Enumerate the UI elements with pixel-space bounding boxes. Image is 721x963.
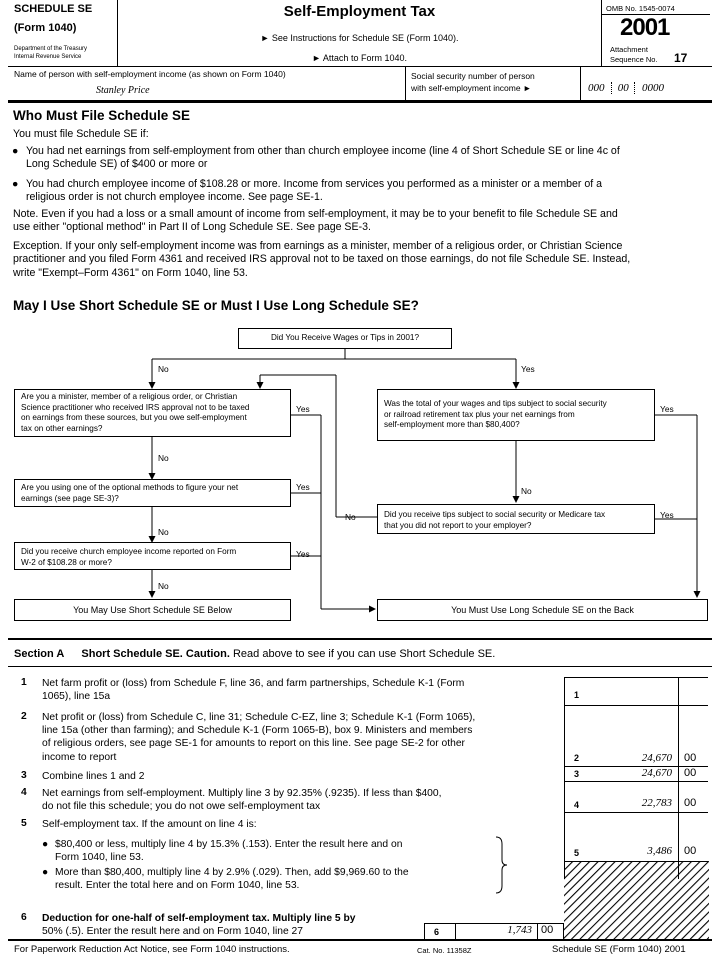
q-wages-or-tips: Did You Receive Wages or Tips in 2001? bbox=[238, 328, 452, 349]
sequence-label: Sequence No. bbox=[610, 55, 658, 64]
bullet-2: ● You had church employee income of $108… bbox=[12, 178, 603, 204]
no-label: No bbox=[158, 364, 169, 374]
no-label: No bbox=[345, 512, 356, 522]
q-church-income: Did you receive church employee income r… bbox=[14, 542, 291, 570]
form-label: (Form 1040) bbox=[14, 22, 77, 34]
line-5-amount[interactable]: 3,486 bbox=[647, 845, 672, 857]
sequence-number: 17 bbox=[674, 51, 688, 65]
line-6-number: 6 bbox=[21, 912, 27, 923]
line-5-brace bbox=[495, 836, 508, 894]
line-6-amount[interactable]: 1,743 bbox=[507, 924, 532, 936]
ssn-label-2: with self-employment income ► bbox=[411, 83, 532, 93]
yes-label: Yes bbox=[296, 549, 310, 559]
bullet-icon: ● bbox=[12, 145, 19, 157]
bullet-icon: ● bbox=[42, 867, 49, 878]
result-long-schedule: You Must Use Long Schedule SE on the Bac… bbox=[377, 599, 708, 621]
catalog-number: Cat. No. 11358Z bbox=[417, 946, 472, 955]
yes-label: Yes bbox=[521, 364, 535, 374]
ssn-part-3: 0000 bbox=[642, 82, 664, 94]
q-unreported-tips: Did you receive tips subject to social s… bbox=[377, 504, 655, 534]
shaded-area bbox=[564, 861, 709, 939]
attach-line: ► Attach to Form 1040. bbox=[312, 53, 407, 63]
yes-label: Yes bbox=[660, 510, 674, 520]
section-a-header: Section A Short Schedule SE. Caution. Re… bbox=[14, 648, 496, 660]
who-must-file-heading: Who Must File Schedule SE bbox=[13, 108, 191, 123]
result-short-schedule: You May Use Short Schedule SE Below bbox=[14, 599, 291, 621]
line-2-amount[interactable]: 24,670 bbox=[641, 752, 672, 764]
instructions-line: ► See Instructions for Schedule SE (Form… bbox=[260, 33, 459, 43]
q-minister-approval: Are you a minister, member of a religiou… bbox=[14, 389, 291, 437]
irs-label: Internal Revenue Service bbox=[14, 54, 82, 60]
line-5-cents[interactable]: 00 bbox=[684, 845, 697, 857]
line-5-number: 5 bbox=[21, 818, 27, 829]
q-total-wages: Was the total of your wages and tips sub… bbox=[377, 389, 655, 441]
q-optional-methods: Are you using one of the optional method… bbox=[14, 479, 291, 507]
ssn-part-2: 00 bbox=[611, 82, 636, 94]
exception-paragraph: Exception. If your only self-employment … bbox=[13, 240, 631, 279]
line-4-text: Net earnings from self-employment. Multi… bbox=[42, 788, 442, 813]
paperwork-notice: For Paperwork Reduction Act Notice, see … bbox=[14, 944, 290, 955]
form-footer: Schedule SE (Form 1040) 2001 bbox=[552, 944, 686, 955]
line-4-amount[interactable]: 22,783 bbox=[641, 797, 672, 809]
line-3-box: 3 bbox=[574, 769, 580, 779]
line-2-box: 2 bbox=[574, 753, 580, 763]
line-6-box: 6 bbox=[434, 927, 440, 937]
line-2-number: 2 bbox=[21, 711, 27, 722]
line-1-box: 1 bbox=[574, 690, 580, 700]
may-i-use-heading: May I Use Short Schedule SE or Must I Us… bbox=[13, 298, 419, 313]
line-6-text: Deduction for one-half of self-employmen… bbox=[42, 913, 356, 938]
bullet-icon: ● bbox=[12, 178, 19, 190]
ssn-label: Social security number of person bbox=[411, 71, 535, 81]
line-6-cents[interactable]: 00 bbox=[541, 924, 554, 936]
line-3-text: Combine lines 1 and 2 bbox=[42, 771, 145, 782]
yes-label: Yes bbox=[296, 404, 310, 414]
line-4-number: 4 bbox=[21, 787, 27, 798]
line-1-text: Net farm profit or (loss) from Schedule … bbox=[42, 678, 465, 703]
yes-label: Yes bbox=[296, 482, 310, 492]
tax-year: 2001 bbox=[620, 14, 670, 41]
line-5-option-2: ● More than $80,400, multiply line 4 by … bbox=[42, 867, 409, 892]
line-2-text: Net profit or (loss) from Schedule C, li… bbox=[42, 712, 476, 763]
line-2-cents[interactable]: 00 bbox=[684, 752, 697, 764]
schedule-label: SCHEDULE SE bbox=[14, 3, 93, 15]
line-5-text: Self-employment tax. If the amount on li… bbox=[42, 819, 257, 830]
no-label: No bbox=[158, 581, 169, 591]
yes-label: Yes bbox=[660, 404, 674, 414]
ssn-part-1: 000 bbox=[588, 82, 605, 94]
bullet-1: ● You had net earnings from self-employm… bbox=[12, 145, 620, 171]
line-3-cents[interactable]: 00 bbox=[684, 767, 697, 779]
attachment-label: Attachment bbox=[610, 45, 648, 54]
bullet-icon: ● bbox=[42, 839, 49, 850]
line-5-option-1: ● $80,400 or less, multiply line 4 by 15… bbox=[42, 839, 403, 864]
name-label: Name of person with self-employment inco… bbox=[14, 69, 286, 79]
line-5-box: 5 bbox=[574, 848, 580, 858]
flowchart-connectors bbox=[148, 348, 701, 613]
note-paragraph: Note. Even if you had a loss or a small … bbox=[13, 208, 618, 234]
department-label: Department of the Treasury bbox=[14, 46, 88, 52]
form-title: Self-Employment Tax bbox=[283, 3, 436, 20]
no-label: No bbox=[158, 453, 169, 463]
omb-number: OMB No. 1545-0074 bbox=[606, 4, 675, 13]
no-label: No bbox=[521, 486, 532, 496]
line-4-box: 4 bbox=[574, 800, 580, 810]
line-1-number: 1 bbox=[21, 677, 27, 688]
name-field[interactable]: Stanley Price bbox=[96, 85, 150, 96]
line-3-amount[interactable]: 24,670 bbox=[641, 767, 672, 779]
line-4-cents[interactable]: 00 bbox=[684, 797, 697, 809]
who-intro: You must file Schedule SE if: bbox=[13, 128, 149, 140]
ssn-field[interactable]: 000 00 0000 bbox=[588, 82, 664, 94]
line-3-number: 3 bbox=[21, 770, 27, 781]
no-label: No bbox=[158, 527, 169, 537]
